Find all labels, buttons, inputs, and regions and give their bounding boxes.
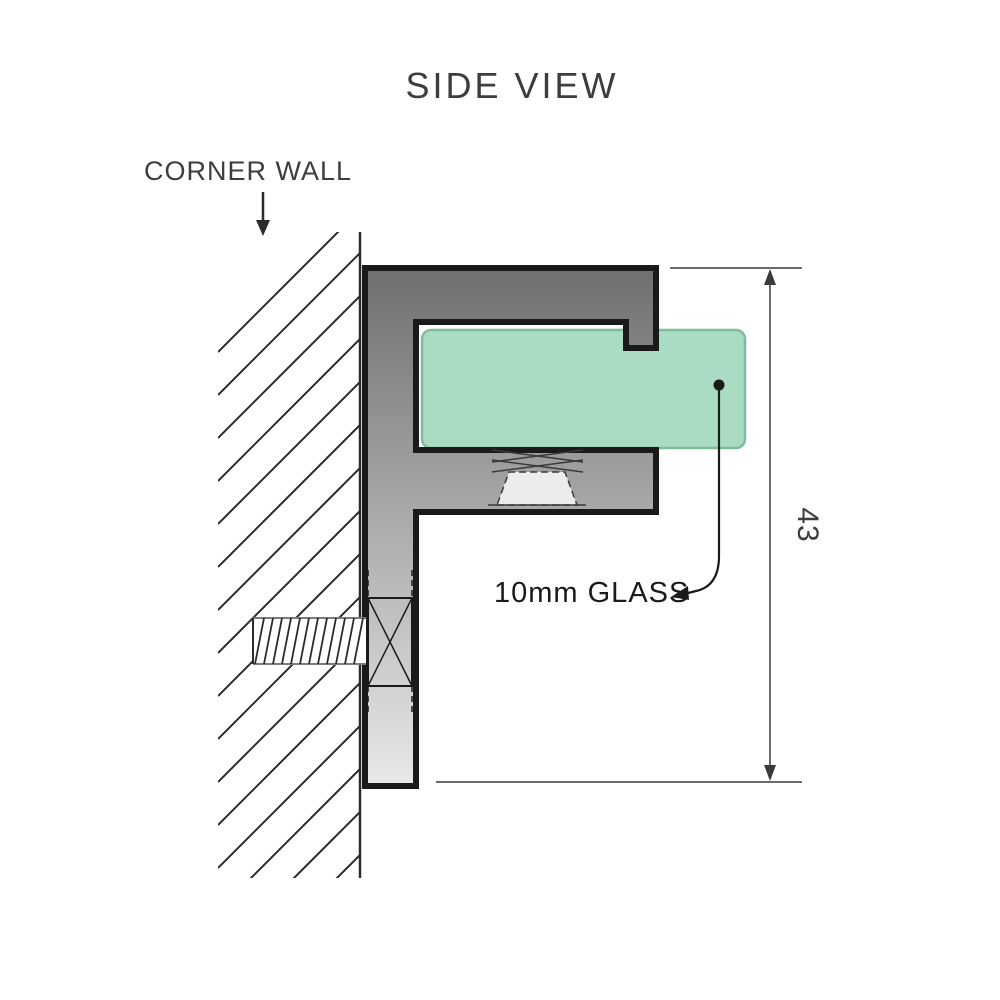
diagram-title: SIDE VIEW [405, 65, 618, 106]
dimension-value: 43 [791, 507, 824, 542]
dimension-arrow-top [764, 269, 776, 285]
wall-hatching [218, 232, 360, 878]
dimension-43 [436, 267, 802, 783]
corner-wall-arrow [256, 192, 270, 236]
corner-wall-label: CORNER WALL [144, 156, 352, 186]
screw-threads [254, 617, 364, 665]
wall-screw [252, 617, 366, 665]
clamp-bracket [362, 265, 659, 789]
glass-panel [422, 330, 745, 448]
glass-callout-label: 10mm GLASS [494, 577, 689, 609]
glass-callout: 10mm GLASS [494, 379, 725, 609]
screw-head-section [367, 570, 413, 714]
dimension-arrow-bottom [764, 765, 776, 781]
grub-screw [488, 449, 586, 506]
glass-callout-arrowhead [671, 586, 689, 600]
glass-callout-leader [683, 390, 721, 596]
